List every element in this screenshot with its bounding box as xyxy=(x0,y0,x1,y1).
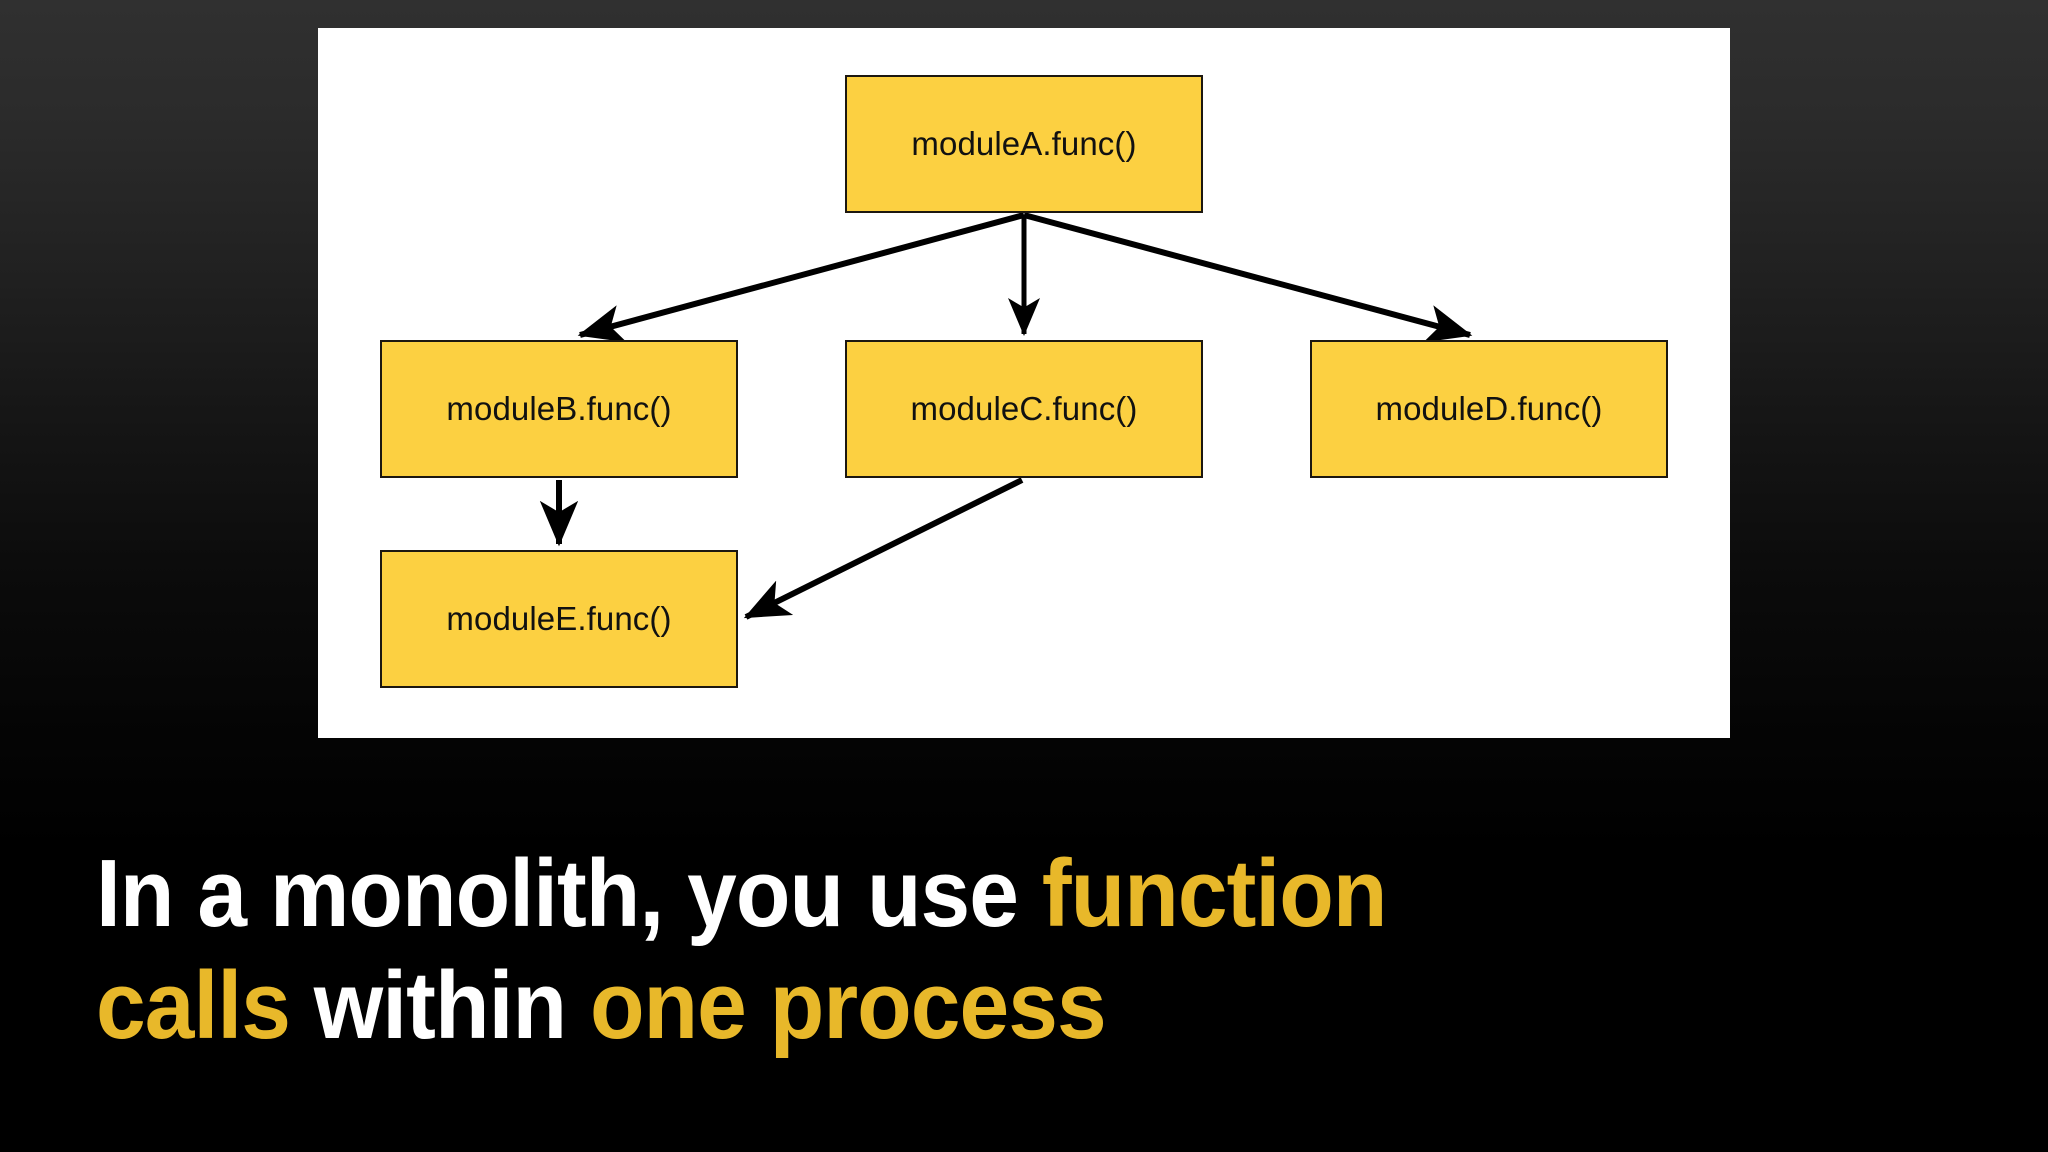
caption-line-2: calls within one process xyxy=(96,950,1844,1062)
module-box-moduleC[interactable]: moduleC.func() xyxy=(845,340,1203,478)
module-label-moduleE: moduleE.func() xyxy=(446,600,672,637)
diagram-arrows xyxy=(539,212,1473,620)
module-label-moduleC: moduleC.func() xyxy=(910,390,1138,427)
module-label-moduleA: moduleA.func() xyxy=(911,125,1137,162)
module-label-moduleD: moduleD.func() xyxy=(1375,390,1603,427)
arrow-moduleA-to-moduleB xyxy=(577,212,1025,343)
slide-caption: In a monolith, you use function calls wi… xyxy=(96,838,1844,1063)
module-box-moduleA[interactable]: moduleA.func() xyxy=(845,75,1203,213)
caption-line-1: In a monolith, you use function xyxy=(96,838,1844,950)
arrow-moduleA-to-moduleD xyxy=(1023,212,1473,343)
caption-line1-accent: function xyxy=(1041,840,1388,947)
module-box-moduleE[interactable]: moduleE.func() xyxy=(380,550,738,688)
diagram-panel: moduleA.func() moduleB.func() moduleC.fu… xyxy=(318,28,1730,738)
module-box-moduleB[interactable]: moduleB.func() xyxy=(380,340,738,478)
caption-line2-white: within xyxy=(289,952,590,1060)
caption-line1-white: In a monolith, you use xyxy=(96,840,1042,947)
module-box-moduleD[interactable]: moduleD.func() xyxy=(1310,340,1668,478)
caption-line2-accent-1: calls xyxy=(96,952,291,1060)
caption-line2-accent-2: one process xyxy=(589,952,1107,1060)
module-label-moduleB: moduleB.func() xyxy=(446,390,672,427)
arrow-moduleC-to-moduleE xyxy=(743,477,1024,620)
